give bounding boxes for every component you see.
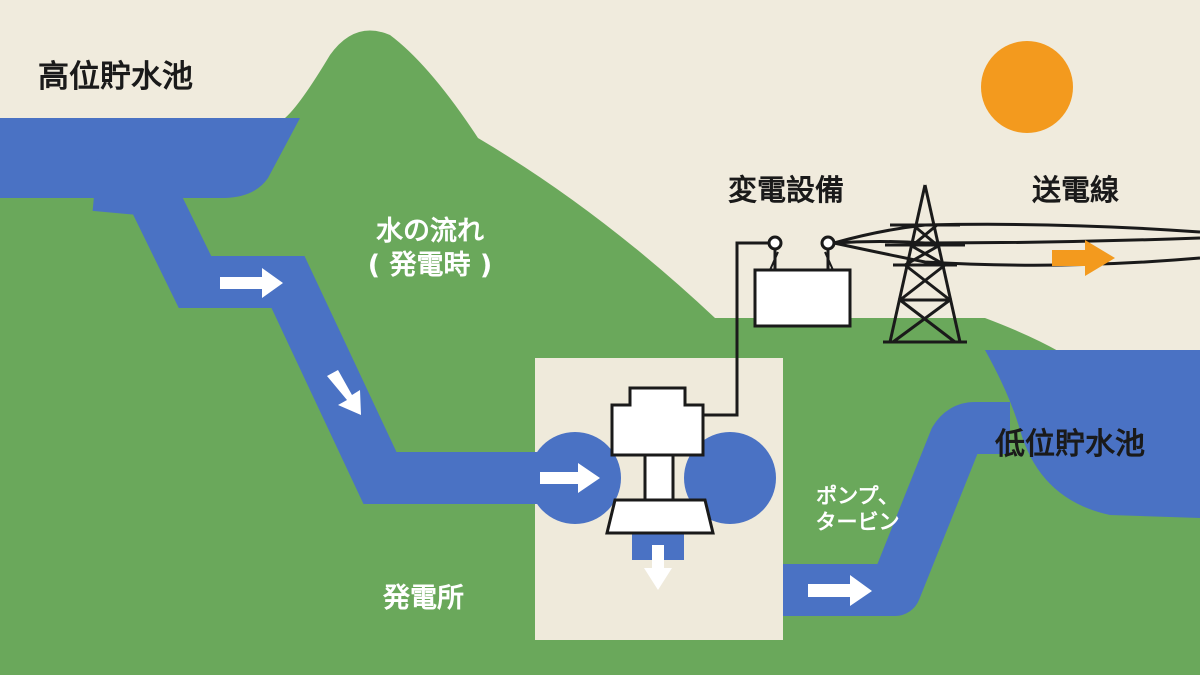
upper-reservoir-water	[0, 118, 300, 198]
lower-reservoir-label: 低位貯水池	[995, 427, 1145, 462]
water-flow-label: 水の流れ ( 発電時 )	[340, 215, 520, 283]
transformer-icon	[753, 235, 852, 328]
outlet-chamber	[684, 432, 776, 524]
upper-reservoir-label: 高位貯水池	[38, 59, 193, 95]
water-flow-label-line2: ( 発電時 )	[367, 249, 493, 281]
flow-arrow-4	[644, 545, 672, 590]
transmission-line-label: 送電線	[1032, 173, 1120, 207]
lower-reservoir-water	[985, 350, 1200, 518]
flow-arrow-3	[540, 463, 600, 493]
generator-wire	[703, 241, 775, 417]
sun-icon	[981, 41, 1073, 133]
flow-arrow-5	[808, 575, 872, 606]
transmission-tower-icon	[883, 184, 967, 344]
pump-turbine-label-line1: ポンプ、	[816, 484, 899, 508]
transmission-wires	[833, 222, 1200, 267]
power-plant-label: 発電所	[383, 583, 464, 614]
transmission-arrow	[1052, 240, 1115, 276]
substation-label: 変電設備	[728, 173, 845, 207]
pump-turbine-label: ポンプ、 タービン	[790, 483, 925, 536]
flow-arrows	[220, 268, 872, 606]
water-flow-label-line1: 水の流れ	[376, 216, 484, 247]
pump-turbine-icon	[605, 386, 715, 535]
flow-arrow-2	[327, 370, 361, 415]
pump-turbine-label-line2: タービン	[815, 510, 900, 535]
flow-arrow-1	[220, 268, 283, 298]
